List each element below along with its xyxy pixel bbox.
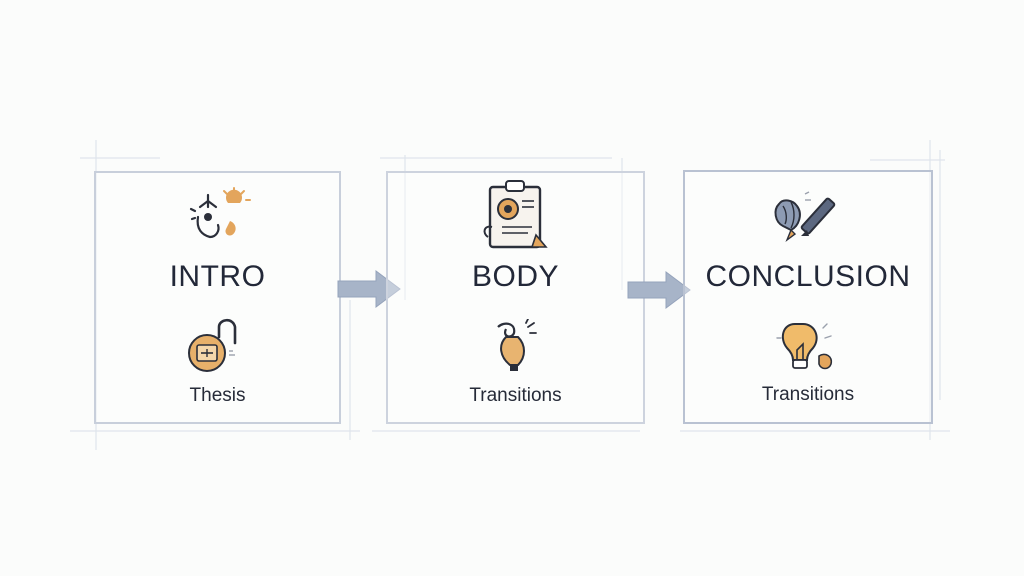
stage-caption: Transitions — [469, 385, 562, 406]
padlock-icon — [188, 318, 237, 372]
clipboard-icon — [483, 180, 548, 249]
pencil-icon — [774, 191, 836, 243]
arrow-icon — [627, 271, 691, 309]
stage-caption: Transitions — [761, 384, 855, 405]
lightbulb-icon — [776, 323, 833, 370]
stage-body: BODY Transitions — [386, 171, 645, 424]
stage-title: CONCLUSION — [705, 260, 911, 293]
arrow-icon — [337, 270, 401, 308]
stage-caption: Thesis — [189, 385, 246, 406]
lightbulb-knot-icon — [497, 319, 537, 371]
stage-intro: INTRO Thesis — [94, 171, 341, 424]
stage-conclusion: CONCLUSION Transitions — [683, 170, 933, 424]
compass-lightbulb-icon — [189, 187, 251, 239]
stage-title: BODY — [471, 260, 560, 293]
stage-title: INTRO — [169, 260, 266, 293]
